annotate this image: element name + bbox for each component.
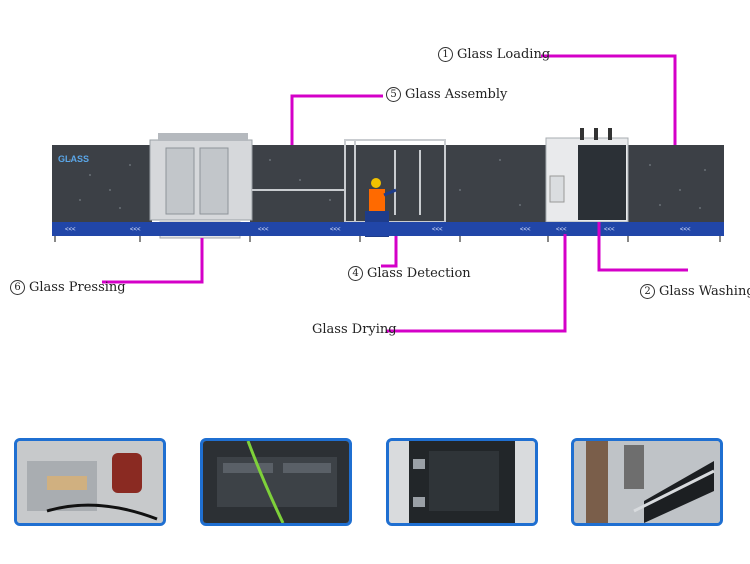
conveyor-mark: <<< [604, 227, 615, 233]
label-text: Glass Assembly [405, 87, 508, 102]
conveyor-marks: <<< <<< <<< <<< <<< <<< <<< <<< <<< [65, 227, 691, 233]
label-text: Glass Detection [367, 266, 471, 281]
label-text: Glass Loading [457, 47, 551, 62]
conveyor-mark: <<< [65, 227, 76, 233]
conveyor-mark: <<< [130, 227, 141, 233]
label-glass-drying: Glass Drying [312, 322, 397, 338]
conveyor-mark: <<< [330, 227, 341, 233]
pressing-unit [149, 133, 253, 239]
leader-glass-washing [597, 222, 688, 272]
leader-glass-loading [541, 54, 677, 145]
label-text: Glass Pressing [29, 280, 126, 295]
loading-panel-right [628, 145, 724, 223]
step-number: 5 [386, 87, 401, 102]
step-number: 1 [438, 47, 453, 62]
label-text: Glass Drying [312, 322, 397, 337]
label-text: Glass Washing [659, 284, 750, 299]
label-glass-loading: 1 Glass Loading [438, 47, 550, 63]
label-glass-detection: 4 Glass Detection [348, 266, 471, 282]
thumbnail-plc-detail [200, 438, 352, 526]
thumbnail-pressing-detail [14, 438, 166, 526]
main-panel [250, 145, 546, 223]
step-number: 2 [640, 284, 655, 299]
conveyor-belt [52, 222, 724, 236]
pressing-detail-image [17, 441, 163, 523]
leader-glass-detection [381, 236, 398, 268]
leader-glass-assembly [290, 94, 383, 145]
loading-panel-left [52, 145, 152, 223]
machine-logo: GLASS [58, 154, 89, 164]
label-glass-washing: 2 Glass Washing [640, 284, 750, 300]
drying-detail-image [574, 441, 720, 523]
step-number: 6 [10, 280, 25, 295]
label-glass-pressing: 6 Glass Pressing [10, 280, 126, 296]
leader-glass-drying [386, 234, 567, 333]
label-glass-assembly: 5 Glass Assembly [386, 87, 507, 103]
conveyor-mark: <<< [432, 227, 443, 233]
washing-detail-image [389, 441, 535, 523]
conveyor-feet [54, 236, 721, 242]
leader-lines [102, 54, 688, 333]
plc-detail-image [203, 441, 349, 523]
thumbnail-washing-detail [386, 438, 538, 526]
leader-glass-pressing [102, 238, 204, 284]
conveyor-mark: <<< [680, 227, 691, 233]
conveyor-mark: <<< [258, 227, 269, 233]
step-number: 4 [348, 266, 363, 281]
conveyor-mark: <<< [556, 227, 567, 233]
thumbnail-drying-detail [571, 438, 723, 526]
machine-line: GLASS [52, 128, 724, 242]
conveyor-mark: <<< [520, 227, 531, 233]
washing-unit [545, 128, 629, 223]
